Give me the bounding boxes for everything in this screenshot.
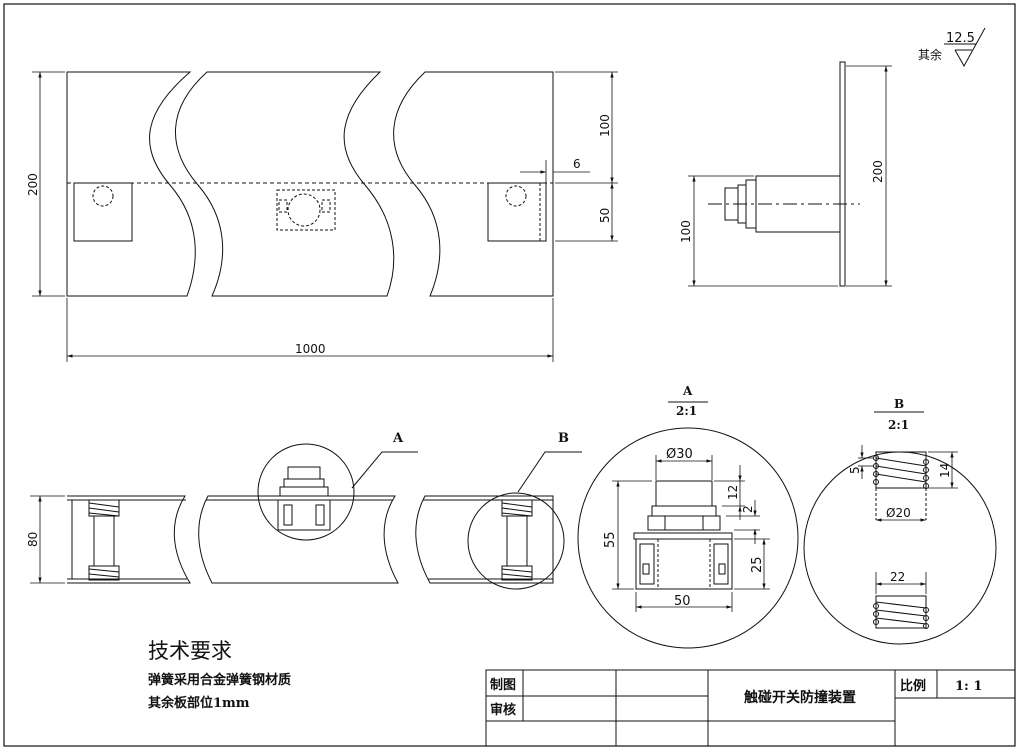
detail-a-dimensions [612,455,770,612]
bottom-view [67,443,582,590]
dim-bottom-height: 80 [26,532,40,547]
notes-line-1: 弹簧采用合金弹簧钢材质 [148,672,291,688]
dim-total-length: 1000 [295,342,326,356]
detail-b-label: B [894,397,904,411]
drawn-by-label: 制图 [490,677,516,693]
detail-b-scale: 2:1 [888,418,909,432]
notes-title: 技术要求 [148,639,232,663]
dim-plate-height: 200 [871,160,885,183]
scale-value: 1: 1 [955,679,982,694]
dim-thickness: 6 [573,157,581,171]
drawing-border [3,3,1016,747]
roughness-prefix: 其余 [918,47,942,62]
dim-base-w: 50 [674,594,691,609]
dim-outer-dia: 22 [890,570,905,584]
dim-body-height: 100 [679,220,693,243]
dim-total-h: 55 [603,531,618,548]
scale-label: 比例 [900,678,926,694]
roughness-symbol: 其余 12.5 [918,27,986,68]
dim-nut-h: 2 [741,505,755,513]
side-view [708,61,860,287]
drawing-title: 触碰开关防撞装置 [743,689,856,706]
roughness-value: 12.5 [946,31,975,46]
callout-b: B [558,431,569,446]
dim-spring-height: 14 [938,463,952,478]
detail-b [803,411,997,645]
reviewed-by-label: 审核 [490,702,516,718]
side-view-dimensions [688,65,892,287]
bottom-view-dimensions [30,495,65,584]
notes-line-2: 其余板部位1mm [148,695,250,711]
callout-a: A [392,431,404,446]
detail-a [577,401,799,649]
dim-inner-dia: Ø20 [886,506,911,520]
detail-a-scale: 2:1 [676,404,697,418]
dim-lower-height: 50 [598,208,612,223]
dim-upper-height: 100 [598,114,612,137]
front-view [66,71,554,297]
title-block [485,669,1016,747]
detail-a-label: A [682,384,693,398]
dim-pitch: 5 [848,466,862,474]
dim-base-h: 25 [750,556,765,573]
dim-head-dia: Ø30 [666,447,693,462]
dim-head-h: 12 [726,485,740,500]
detail-b-coil-dots [873,455,929,629]
detail-b-dimensions [858,445,958,594]
dim-total-height: 200 [26,173,40,196]
front-view-dimensions [32,71,618,362]
